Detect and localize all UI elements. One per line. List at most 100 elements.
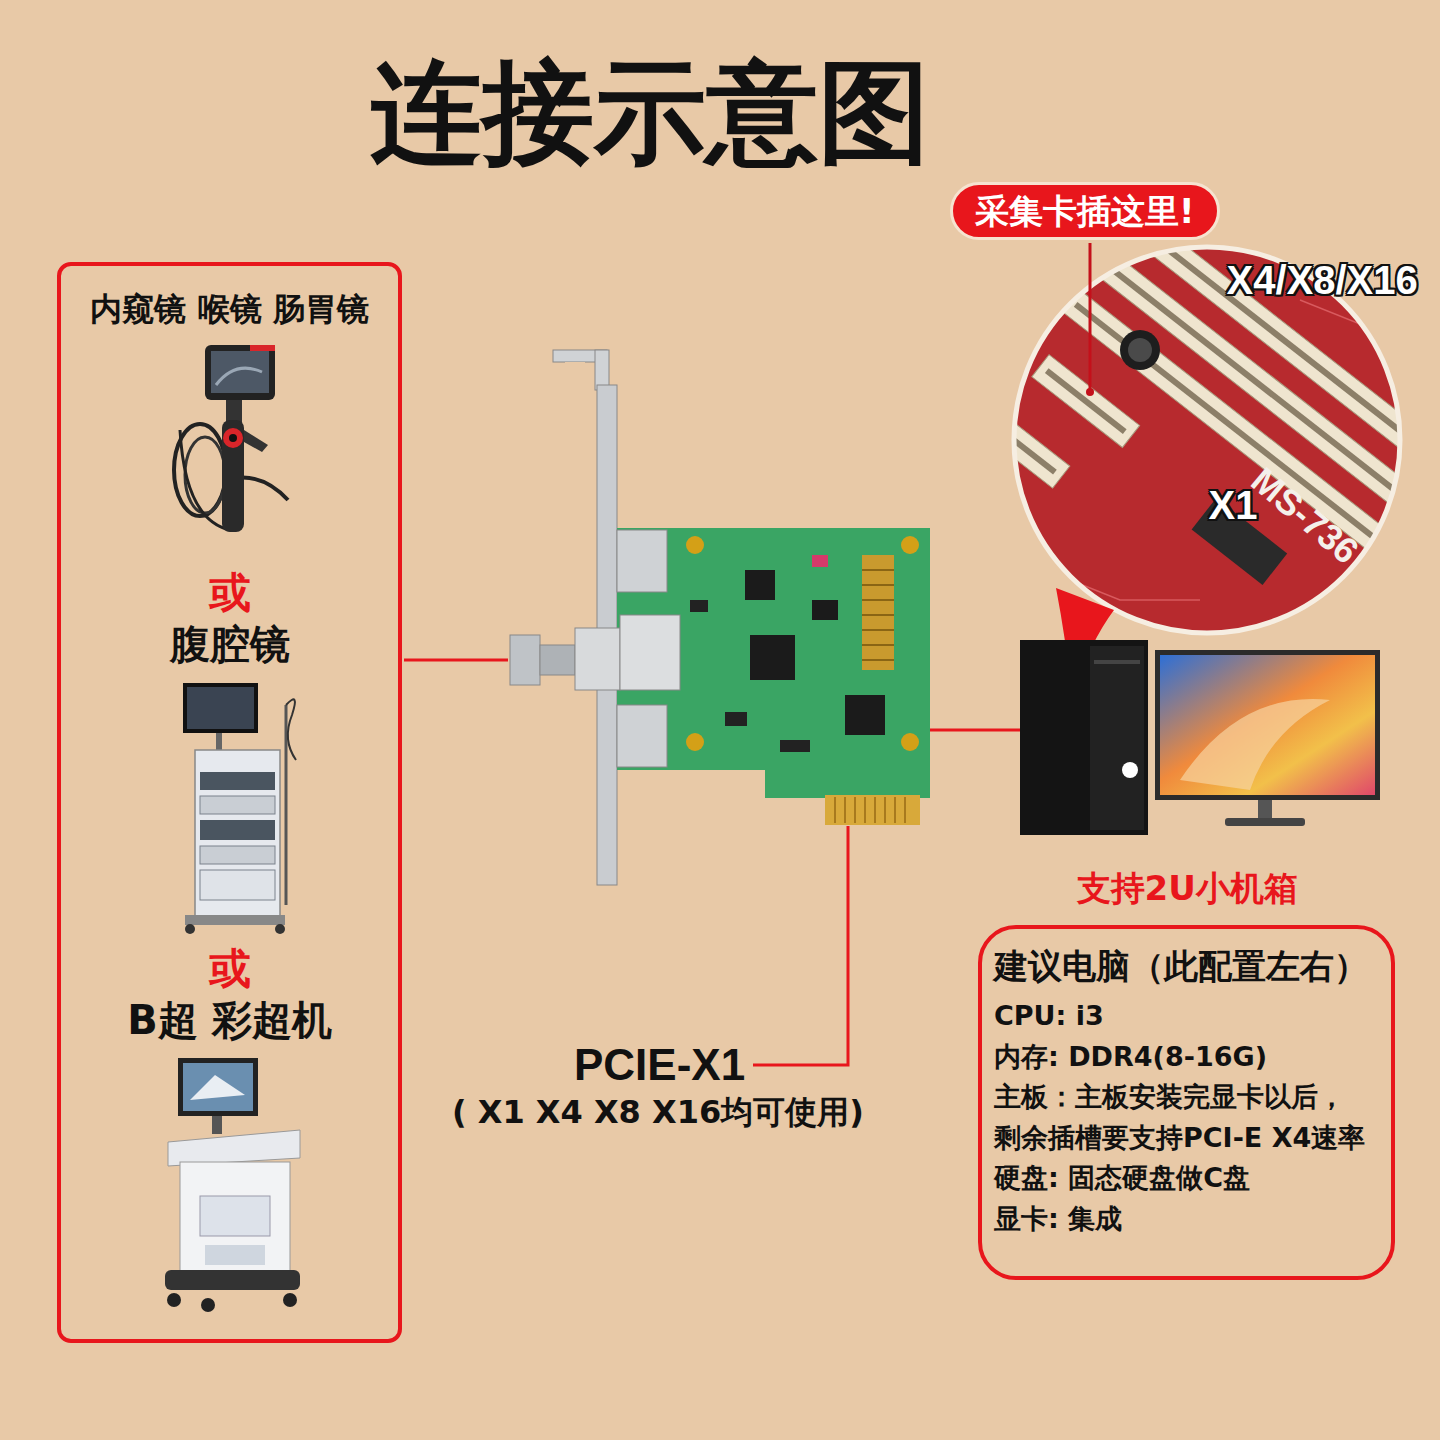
laparoscope-figure [216,733,222,751]
endoscope-figure [211,351,269,393]
computer-figure [1155,650,1380,800]
motherboard-closeup [1128,338,1152,362]
ultrasound-figure [212,1116,222,1134]
or-text: 或 [61,570,398,616]
computer-figure [1122,762,1138,778]
capture-card-figure [845,695,885,735]
laparoscope-figure [185,924,195,934]
capture-card-figure [620,615,680,690]
computer-figure [1180,699,1330,790]
laparoscope-figure [286,699,296,760]
laparoscope-figure [200,870,275,900]
ultrasound-figure [201,1298,215,1312]
capture-card-figure [862,644,894,646]
device-name: 腹腔镜 [61,622,398,666]
capture-card-figure [904,797,906,823]
capture-card-figure [844,797,846,823]
interface-label: PCIE-X1 [574,1040,745,1091]
capture-card-figure [862,584,894,586]
capture-card-figure [540,645,575,675]
ultrasound-figure [200,1196,270,1236]
laparoscope-figure [200,820,275,840]
spec-item: 硬盘: 固态硬盘做C盘 [994,1158,1381,1199]
spec-item: 主板：主板安装完显卡以后， 剩余插槽要支持PCI-E X4速率 [994,1077,1381,1158]
or-text: 或 [61,946,398,992]
board-model: MS-736 [1243,459,1366,572]
capture-card-figure [862,599,894,601]
computer-figure [1258,800,1272,820]
capture-card-figure [812,600,838,620]
laparoscope-figure [200,796,275,814]
capture-card-figure [825,795,920,825]
spec-item: CPU: i3 [994,996,1381,1037]
ultrasound-figure [205,1245,265,1265]
laparoscope-figure [185,915,285,925]
capture-card-figure [617,528,930,770]
capture-card-figure [617,705,667,767]
spec-item: 内存: DDR4(8-16G) [994,1037,1381,1078]
capture-card-figure [862,629,894,631]
endoscope-figure [229,434,237,442]
endoscope-figure [174,345,288,532]
capture-card-figure [901,733,919,751]
computer-figure [1160,655,1375,795]
callout-pill: 采集卡插这里! [950,182,1220,241]
motherboard-closeup [1120,330,1160,370]
spec-item: 显卡: 集成 [994,1199,1381,1240]
capture-card-figure [835,797,905,823]
capture-card-figure [510,635,540,685]
laparoscope-figure [183,683,258,733]
computer-figure [1020,640,1380,835]
laparoscope-figure [275,924,285,934]
capture-card-figure [862,570,894,660]
endoscope-figure [223,428,243,448]
laparoscope-figure [200,772,275,790]
capture-card-figure [862,659,894,661]
device-panel: 内窥镜 喉镜 肠胃镜或腹腔镜或B超 彩超机 [57,262,402,1343]
motherboard-closeup [1089,243,1092,392]
endoscope-figure [250,345,275,351]
signal-wire [930,729,1020,732]
capture-card-figure [864,797,866,823]
device-names: 内窥镜 喉镜 肠胃镜 [61,292,398,327]
capture-card-figure [690,600,708,612]
signal-wire [404,659,508,662]
ultrasound-figure [167,1293,181,1307]
endoscope-figure [216,368,262,385]
spec-heading: 建议电脑（此配置左右） [994,941,1381,992]
motherboard-closeup [962,202,1440,670]
endoscope-figure [222,420,244,532]
capture-card-figure [874,797,876,823]
capture-card-figure [725,712,747,726]
capture-card-figure [617,530,667,592]
capture-card-figure [686,536,704,554]
note-text: 支持2U小机箱 [1077,869,1298,908]
capture-card-figure [862,569,894,571]
capture-card-figure [595,350,609,390]
ultrasound-figure [283,1293,297,1307]
endoscope-figure [244,430,268,452]
interface-note: ( X1 X4 X8 X16均可使用) [452,1094,864,1131]
laparoscope-figure [195,750,280,918]
ultrasound-figure [178,1058,258,1116]
capture-card-figure [854,797,856,823]
motherboard-closeup [1020,560,1200,600]
computer-figure [1090,646,1144,830]
capture-card-figure [834,797,836,823]
capture-card-figure [894,797,896,823]
motherboard-closeup [962,202,1440,696]
motherboard-closeup [962,202,1440,670]
motherboard-closeup [1032,355,1140,448]
spec-box: 建议电脑（此配置左右）CPU: i3内存: DDR4(8-16G)主板：主板安装… [978,925,1395,1280]
callout-text: 采集卡插这里! [975,191,1195,232]
motherboard-closeup [1135,223,1438,462]
endoscope-figure [205,345,275,400]
slot-label: X4/X8/X16 [1227,257,1418,303]
capture-card-figure [884,797,886,823]
motherboard-closeup [1086,388,1094,396]
capture-card-figure [862,614,894,616]
capture-card-figure [575,628,620,690]
capture-card-figure [750,635,795,680]
